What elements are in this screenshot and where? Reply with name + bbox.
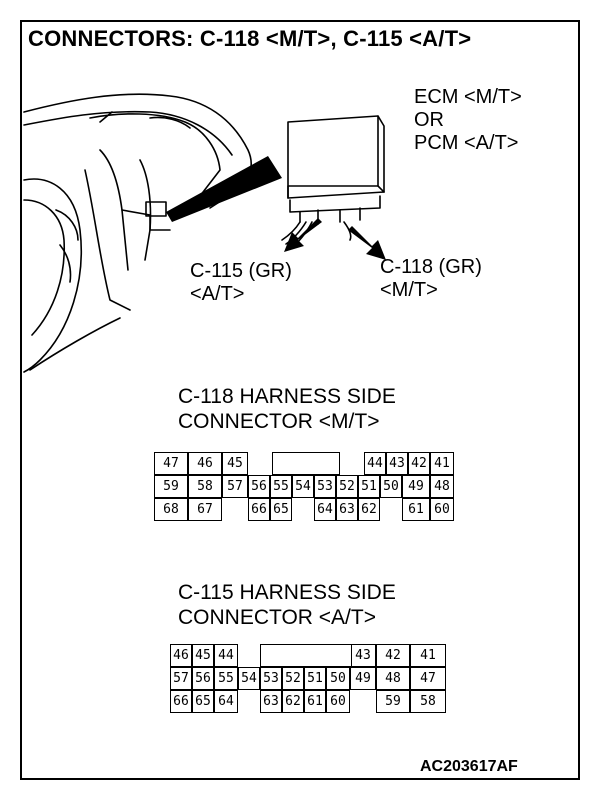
c118-pin: 61 — [402, 498, 430, 521]
location-pointer — [166, 156, 282, 222]
c118-pin: 67 — [188, 498, 222, 521]
c115-pin: 42 — [376, 644, 410, 667]
pcm-label: PCM <A/T> — [414, 132, 519, 154]
c118-pin: 62 — [358, 498, 380, 521]
c115-pin: 63 — [260, 690, 282, 713]
c115-label: C-115 (GR) — [190, 260, 292, 282]
c115-pin: 65 — [192, 690, 214, 713]
c115-pin: 62 — [282, 690, 304, 713]
ecm-label: ECM <M/T> — [414, 86, 522, 108]
figure-code: AC203617AF — [420, 758, 518, 775]
steering-wheel — [23, 178, 83, 373]
c118-pin: 64 — [314, 498, 336, 521]
c118-pin: 58 — [188, 475, 222, 498]
c115-pin: 43 — [350, 644, 376, 667]
c115-subheading: CONNECTOR <A/T> — [178, 606, 376, 629]
c118-pin: 42 — [408, 452, 430, 475]
c118-trans-label: <M/T> — [380, 279, 438, 301]
c115-pin: 47 — [410, 667, 446, 690]
c115-pin: 50 — [326, 667, 350, 690]
c118-pin: 41 — [430, 452, 454, 475]
c115-pin: 61 — [304, 690, 326, 713]
c115-pin: 45 — [192, 644, 214, 667]
c118-pin: 52 — [336, 475, 358, 498]
c115-pin: 59 — [376, 690, 410, 713]
c115-pin: 46 — [170, 644, 192, 667]
c118-pin: 43 — [386, 452, 408, 475]
c118-pin: 51 — [358, 475, 380, 498]
c118-pin: 57 — [222, 475, 248, 498]
c118-pin: 53 — [314, 475, 336, 498]
c115-pin: 58 — [410, 690, 446, 713]
c118-pin: 60 — [430, 498, 454, 521]
c118-pin: 66 — [248, 498, 270, 521]
c118-lock-tab — [272, 452, 340, 475]
c115-pin: 52 — [282, 667, 304, 690]
c118-subheading: CONNECTOR <M/T> — [178, 410, 380, 433]
c115-lock-tab — [260, 644, 352, 667]
c115-pin: 55 — [214, 667, 238, 690]
c115-pin: 56 — [192, 667, 214, 690]
c115-pin: 41 — [410, 644, 446, 667]
c118-label: C-118 (GR) — [380, 256, 482, 278]
c115-pin: 60 — [326, 690, 350, 713]
c118-pin: 68 — [154, 498, 188, 521]
c115-pin: 48 — [376, 667, 410, 690]
c118-pin: 46 — [188, 452, 222, 475]
c118-pin: 55 — [270, 475, 292, 498]
c115-pin: 66 — [170, 690, 192, 713]
c118-pin: 54 — [292, 475, 314, 498]
c118-pin: 59 — [154, 475, 188, 498]
c118-pin: 44 — [364, 452, 386, 475]
c118-pin: 47 — [154, 452, 188, 475]
c118-pin: 65 — [270, 498, 292, 521]
c118-heading: C-118 HARNESS SIDE — [178, 385, 396, 408]
c115-pin: 53 — [260, 667, 282, 690]
diagram-frame — [20, 20, 580, 780]
diagram-title: CONNECTORS: C-118 <M/T>, C-115 <A/T> — [28, 26, 472, 51]
c118-pin: 63 — [336, 498, 358, 521]
c115-pin: 44 — [214, 644, 238, 667]
c115-pin: 49 — [350, 667, 376, 690]
c118-pin: 48 — [430, 475, 454, 498]
c118-pin: 49 — [402, 475, 430, 498]
c115-arrow — [284, 218, 322, 252]
c115-pin: 64 — [214, 690, 238, 713]
c115-pin: 54 — [238, 667, 260, 690]
c115-trans-label: <A/T> — [190, 283, 245, 305]
c115-pin: 51 — [304, 667, 326, 690]
c118-pin: 45 — [222, 452, 248, 475]
c118-pin: 50 — [380, 475, 402, 498]
c118-arrow — [348, 226, 386, 260]
c118-pin: 56 — [248, 475, 270, 498]
c115-heading: C-115 HARNESS SIDE — [178, 581, 396, 604]
ecm-or-label: OR — [414, 109, 444, 131]
c115-pin: 57 — [170, 667, 192, 690]
